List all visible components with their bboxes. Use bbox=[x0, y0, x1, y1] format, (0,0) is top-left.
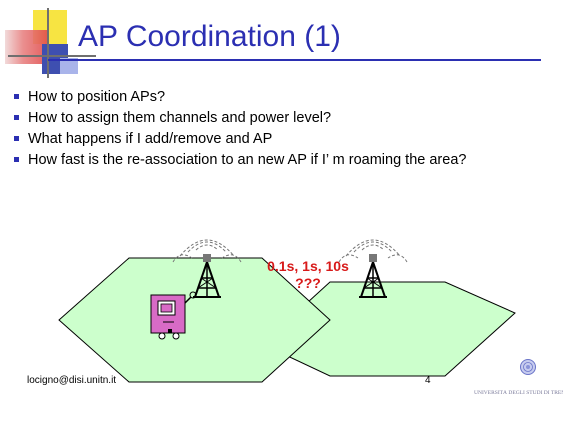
bullet-marker bbox=[14, 157, 19, 162]
access-point-tower-left bbox=[193, 254, 221, 298]
decor-red-square bbox=[5, 30, 49, 64]
decor-lightblue-square bbox=[60, 58, 78, 74]
coverage-cell-left bbox=[58, 257, 331, 383]
university-seal-icon bbox=[520, 359, 536, 375]
bullet-text: What happens if I add/remove and AP bbox=[28, 131, 273, 147]
university-name: UNIVERSITÀ DEGLI STUDI DI TRENTO bbox=[474, 390, 563, 396]
access-point-tower-right bbox=[359, 254, 387, 298]
delay-values: 0.1s, 1s, 10s bbox=[267, 258, 349, 274]
mobile-terminal-icon bbox=[150, 291, 197, 340]
bullet-item: How fast is the re-association to an new… bbox=[0, 151, 563, 169]
title-underline bbox=[48, 59, 541, 61]
delay-question: ??? bbox=[295, 275, 321, 291]
decor-horizontal-line bbox=[8, 55, 96, 57]
footer-email: locigno@disi.unitn.it bbox=[27, 375, 117, 386]
signal-waves-right bbox=[338, 239, 408, 263]
bullet-text: How fast is the re-association to an new… bbox=[28, 152, 467, 168]
bullet-text: How to assign them channels and power le… bbox=[28, 110, 332, 126]
bullet-list: How to position APs? How to assign them … bbox=[0, 88, 563, 172]
bullet-item: What happens if I add/remove and AP bbox=[0, 130, 563, 148]
bullet-item: How to assign them channels and power le… bbox=[0, 109, 563, 127]
slide-title: AP Coordination (1) bbox=[78, 20, 341, 53]
bullet-marker bbox=[14, 115, 19, 120]
page-number: 4 bbox=[425, 375, 431, 386]
reassociation-delay-label: 0.1s, 1s, 10s ??? bbox=[238, 258, 378, 292]
decor-vertical-line bbox=[47, 8, 49, 78]
coverage-cell-right bbox=[261, 281, 516, 377]
bullet-marker bbox=[14, 94, 19, 99]
bullet-text: How to position APs? bbox=[28, 89, 166, 105]
bullet-item: How to position APs? bbox=[0, 88, 563, 106]
signal-waves-left bbox=[172, 239, 242, 263]
bullet-marker bbox=[14, 136, 19, 141]
